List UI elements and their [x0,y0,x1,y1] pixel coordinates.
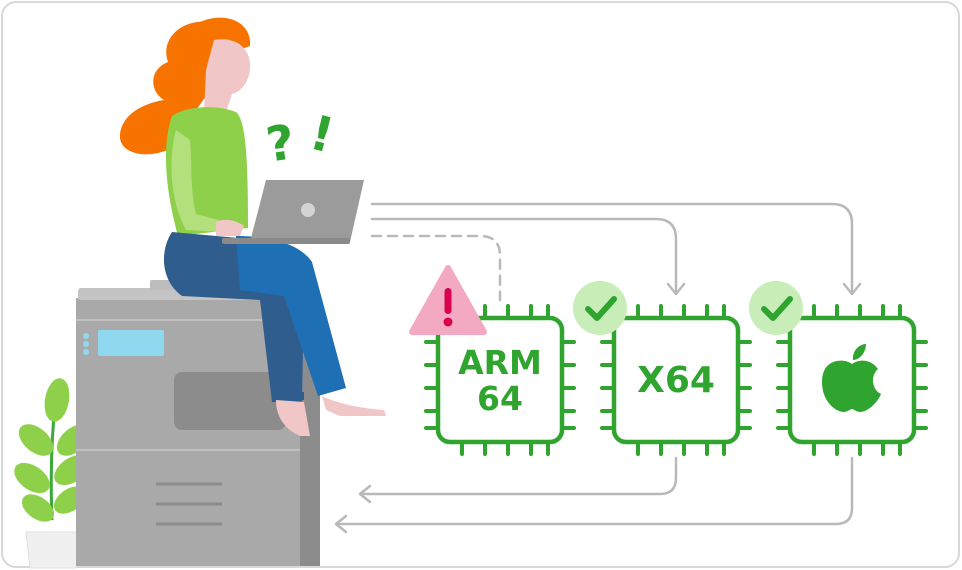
chip-label-line: 64 [477,379,523,418]
checkmark-icon [573,281,627,335]
chip-body [435,315,565,445]
connector-lines [334,202,862,534]
checkmark-icon [749,281,803,335]
connector-laptop-to-apple [370,202,854,294]
connector-x64-to-printer [358,456,678,496]
connector-laptop-to-x64 [370,217,678,294]
laptop-logo-icon [301,203,315,217]
chip-label: X64 [637,360,715,401]
connector-apple-to-printer [334,456,854,526]
chip-x64: X64 [573,281,752,456]
printer-display [98,330,164,356]
chip-label-line: ARM [458,343,542,382]
chip-body [611,315,741,445]
apple-logo-icon [822,344,881,412]
chip-apple [749,281,928,456]
person-with-laptop [119,17,386,436]
exclamation-warning-icon [409,265,487,335]
